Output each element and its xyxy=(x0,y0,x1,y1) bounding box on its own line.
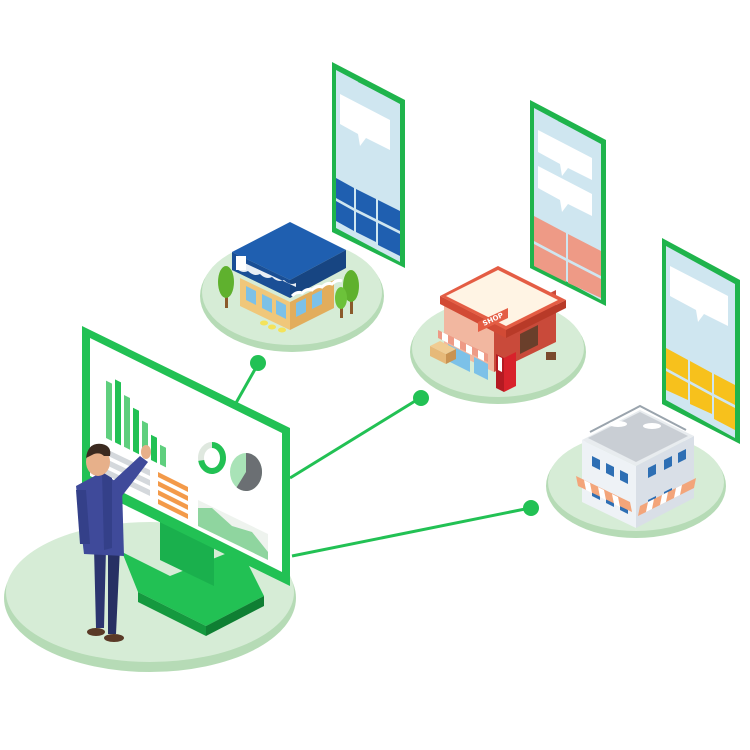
chat-bubble-icon xyxy=(340,94,390,150)
boxes-icon xyxy=(430,341,456,364)
phone-3 xyxy=(662,238,740,444)
phone-2 xyxy=(530,100,606,306)
cafe-building-icon xyxy=(576,404,696,528)
restaurant-awning-icon xyxy=(218,222,359,333)
tile-grid-yellow xyxy=(666,348,735,430)
chat-bubble-icon xyxy=(538,130,592,216)
dashboard-pie-chart xyxy=(230,453,262,491)
dashboard-donut-chart xyxy=(198,442,226,474)
connector-line-2 xyxy=(289,396,421,480)
shop-storefront-icon: SHOP xyxy=(430,266,566,392)
vending-machine-icon xyxy=(496,352,516,392)
dashboard-bar xyxy=(115,379,121,446)
tree-icon xyxy=(343,270,359,314)
dashboard-bar xyxy=(133,407,139,455)
dashboard-bar xyxy=(124,395,130,450)
tile-grid-salmon xyxy=(534,216,601,298)
connector-node-1 xyxy=(250,355,266,371)
connector-line-3 xyxy=(291,506,531,558)
dashboard-bar xyxy=(160,444,166,468)
businessman-icon xyxy=(76,443,151,642)
chat-bubble-icon xyxy=(670,266,728,326)
connector-node-3 xyxy=(523,500,539,516)
dashboard-bar xyxy=(106,380,112,441)
parasol-icon xyxy=(609,421,661,429)
dashboard-list xyxy=(158,472,188,519)
striped-awning-icon xyxy=(576,476,696,516)
tile-grid-blue xyxy=(336,178,400,256)
tree-icon xyxy=(218,266,234,308)
tree-icon xyxy=(335,287,347,318)
connector-node-2 xyxy=(413,390,429,406)
dashboard-area-chart xyxy=(198,500,268,560)
analytics-monitor-icon xyxy=(82,326,290,586)
restaurant-sign-icon xyxy=(236,256,246,270)
dashboard-bar xyxy=(151,434,157,463)
phone-1 xyxy=(332,62,405,268)
monitor-stand xyxy=(122,520,264,636)
